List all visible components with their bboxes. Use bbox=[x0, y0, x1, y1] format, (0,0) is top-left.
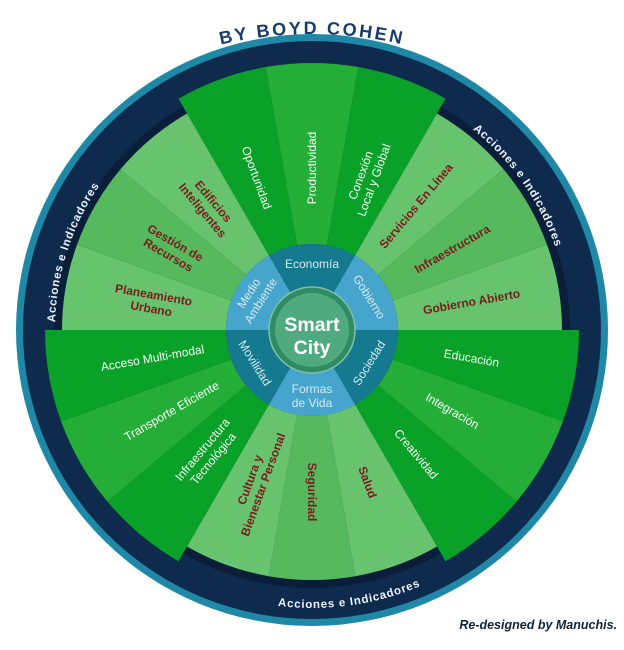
segment-label-productividad: Productividad bbox=[305, 132, 319, 205]
segment-seguridad bbox=[268, 414, 356, 580]
credit: Re-designed by Manuchis. bbox=[459, 618, 617, 632]
segment-conexion-local-y-global bbox=[326, 67, 446, 256]
segment-integracion bbox=[377, 359, 563, 502]
segment-gobierno-abierto bbox=[392, 244, 562, 330]
category-label-economia: Economía bbox=[285, 257, 339, 271]
segment-transporte-eficiente bbox=[61, 359, 247, 502]
segment-creatividad bbox=[355, 385, 517, 562]
category-formas-de-vida bbox=[269, 367, 355, 417]
segment-servicios-en-linea bbox=[355, 113, 504, 275]
segment-planeamiento-urbano bbox=[62, 244, 232, 330]
segment-cultura-y-bienestar-personal bbox=[187, 404, 298, 577]
segment-gestion-de-recursos bbox=[77, 169, 247, 301]
category-economia bbox=[269, 243, 355, 293]
category-medio-ambiente bbox=[226, 255, 291, 330]
segment-label-seguridad: Seguridad bbox=[305, 463, 319, 522]
category-gobierno bbox=[333, 255, 398, 330]
segment-oportunidad bbox=[178, 67, 298, 256]
hub-circle bbox=[275, 293, 349, 367]
segment-edificios-inteligentes bbox=[120, 113, 270, 275]
category-sociedad bbox=[333, 330, 398, 405]
segment-productividad bbox=[265, 63, 359, 246]
segment-infraestructura-tecnologica bbox=[107, 385, 269, 562]
category-movilidad bbox=[226, 330, 291, 405]
segment-salud bbox=[326, 404, 437, 577]
segment-infraestructura bbox=[377, 169, 547, 301]
segment-acceso-multi-modal bbox=[45, 330, 232, 422]
segment-educacion bbox=[392, 330, 579, 422]
